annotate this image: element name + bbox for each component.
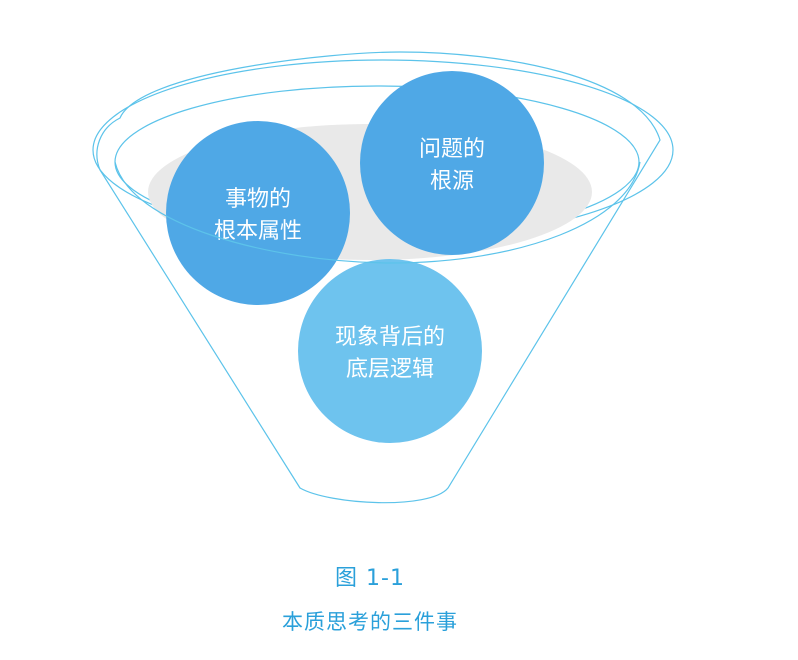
circle-fundamental-attributes — [166, 121, 350, 305]
figure-number: 图 1-1 — [335, 566, 405, 591]
circle-underlying-logic-line-2: 底层逻辑 — [346, 357, 434, 382]
circle-underlying-logic — [298, 259, 482, 443]
funnel-rim-front — [114, 161, 641, 264]
circle-problem-root-line-2: 根源 — [430, 169, 474, 194]
funnel-outer-outline — [96, 51, 661, 504]
circle-underlying-logic-line-1: 现象背后的 — [335, 325, 445, 350]
circle-fundamental-attributes-line-2: 根本属性 — [214, 219, 302, 244]
figure-caption: 本质思考的三件事 — [282, 610, 458, 634]
circle-problem-root — [360, 71, 544, 255]
circle-problem-root-line-1: 问题的 — [419, 137, 485, 162]
circle-fundamental-attributes-line-1: 事物的 — [225, 187, 291, 212]
